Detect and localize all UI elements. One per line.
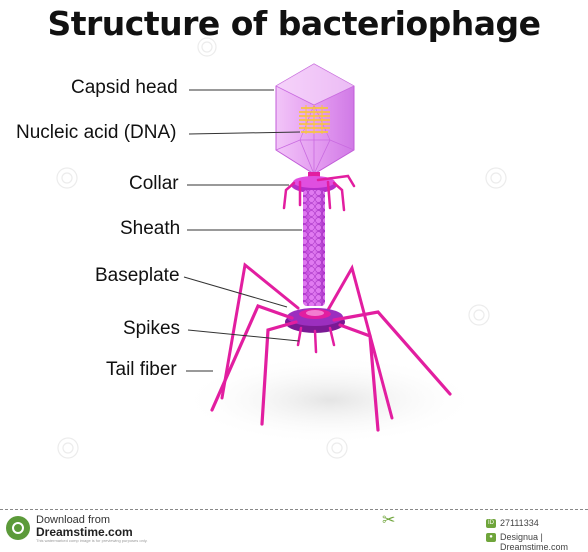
label-spikes: Spikes bbox=[123, 318, 180, 340]
label-baseplate: Baseplate bbox=[95, 265, 180, 287]
author-credit-text: Designua | Dreamstime.com bbox=[500, 532, 588, 552]
label-collar: Collar bbox=[129, 173, 179, 195]
ground-shadow bbox=[180, 355, 480, 445]
label-nucleic-acid: Nucleic acid (DNA) bbox=[16, 122, 176, 144]
dreamstime-logo-icon bbox=[6, 516, 30, 540]
scissors-icon: ✂ bbox=[382, 510, 395, 530]
fine-print-text: This watermarked comp image is for previ… bbox=[36, 538, 148, 543]
leader-baseplate bbox=[184, 277, 287, 307]
label-sheath: Sheath bbox=[120, 218, 180, 240]
watermark-footer: Download from Dreamstime.com This waterm… bbox=[0, 510, 588, 543]
sheath bbox=[303, 190, 325, 306]
leader-lines bbox=[184, 90, 302, 371]
label-capsid-head: Capsid head bbox=[71, 77, 178, 99]
id-badge-icon: ID bbox=[486, 519, 496, 528]
image-id-text: 27111334 bbox=[500, 518, 539, 528]
capsid-head bbox=[276, 64, 354, 174]
author-icon: ● bbox=[486, 533, 496, 542]
dreamstime-site-text[interactable]: Dreamstime.com bbox=[36, 525, 133, 539]
label-tail-fiber: Tail fiber bbox=[106, 359, 177, 381]
